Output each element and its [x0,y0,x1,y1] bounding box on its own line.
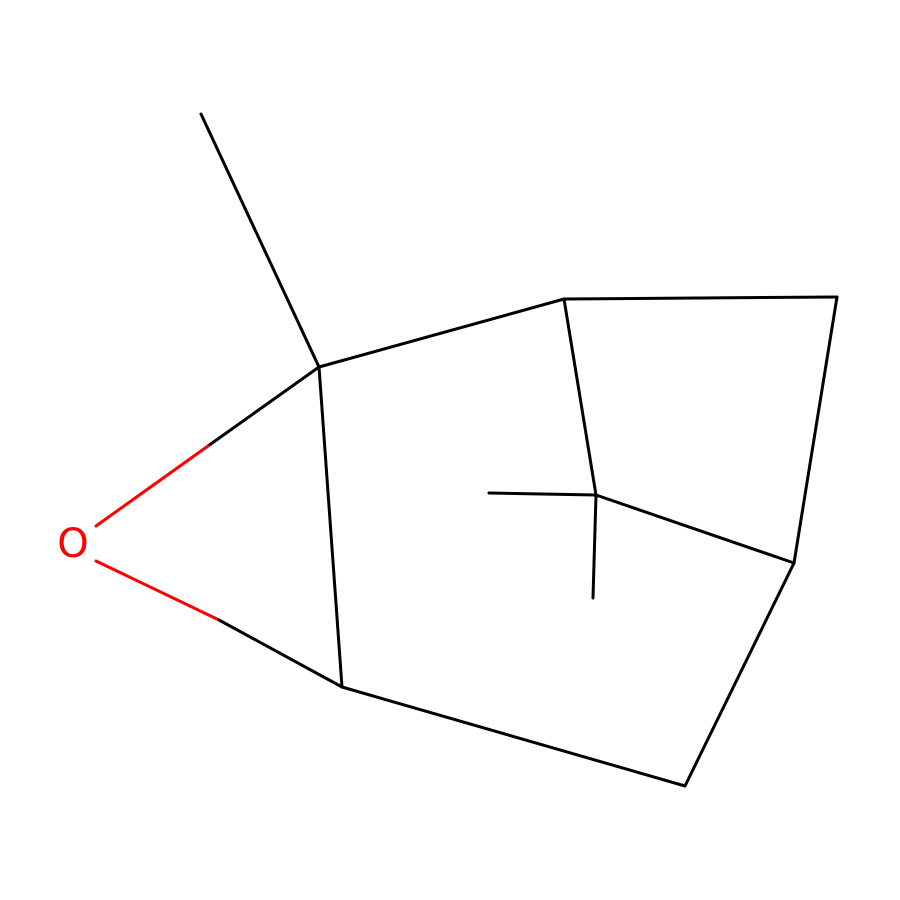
bond-c2-c3 [340,685,687,788]
bond-c8-c4 [594,493,796,565]
bond-c1-c6 [317,297,566,369]
bond-c6-c8 [562,297,598,497]
bond-methyl-left [487,491,598,497]
bond-c3-c4 [683,561,796,788]
bond-methyl-top [199,112,321,369]
bond-c1-c2-epoxide [317,365,344,689]
bond-c6-c7 [562,295,839,301]
oxygen-atom-label: O [57,521,88,567]
bond-c1-o-red-part [94,444,210,528]
bond-o-c2-black-part [217,618,344,689]
bond-o-c2-red-part [94,559,221,622]
bond-c7-c4 [792,295,839,565]
bond-c1-o-black-part [206,365,321,448]
bond-methyl-down [591,493,598,600]
